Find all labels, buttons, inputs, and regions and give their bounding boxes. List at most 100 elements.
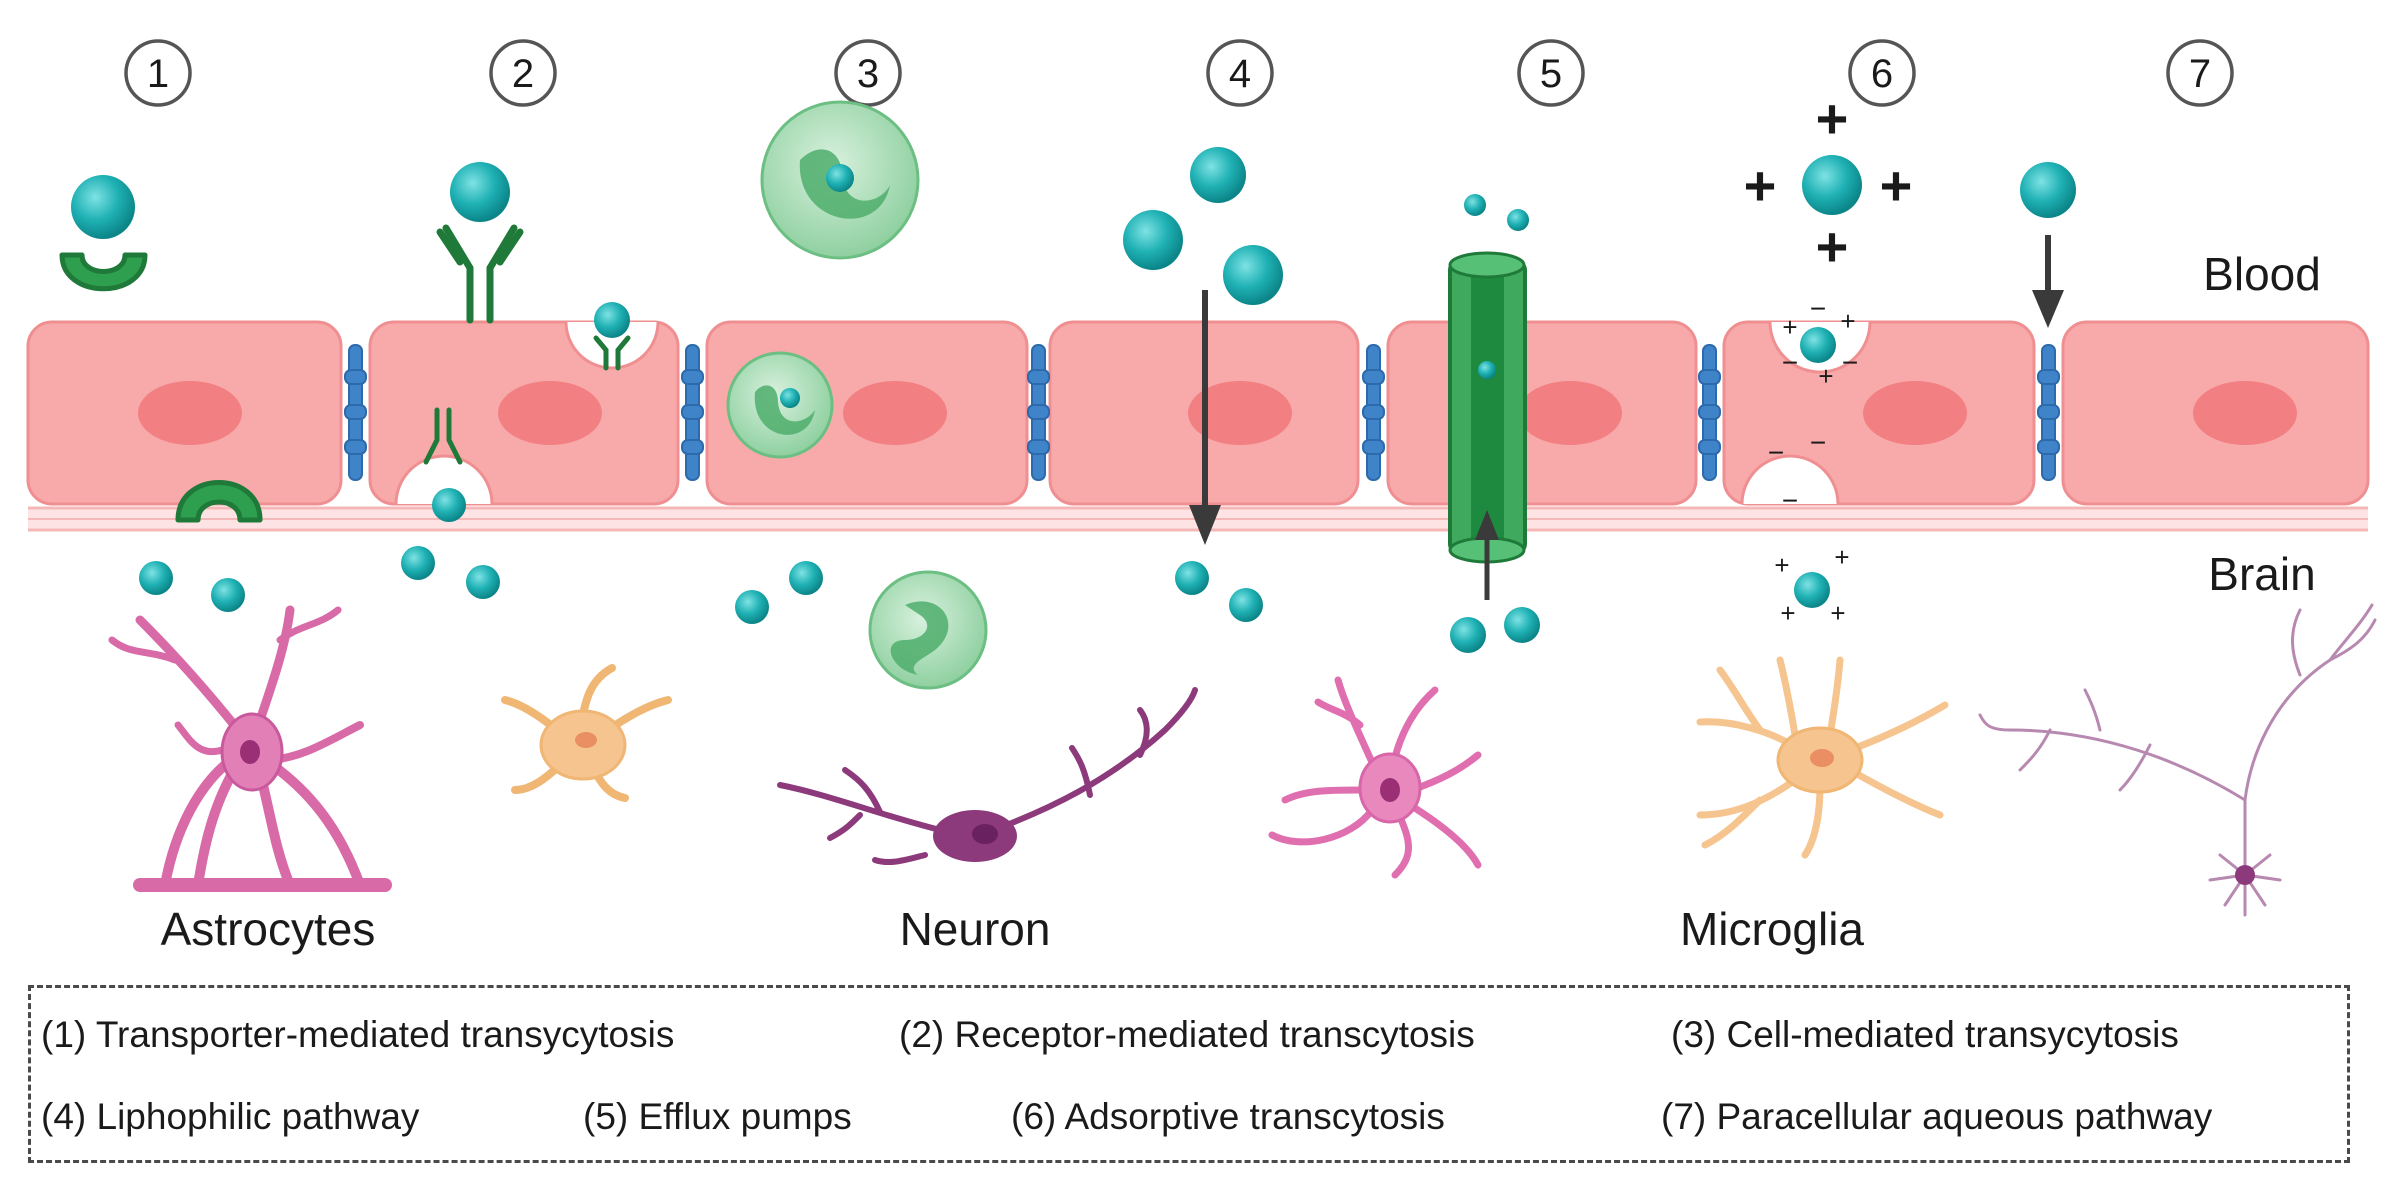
pathway-numbers: 1 2 3 4 5 6 7 — [124, 39, 2234, 107]
astrocytes-label: Astrocytes — [161, 903, 376, 955]
pathway-number-1: 1 — [124, 39, 192, 107]
vesicle-pit — [394, 454, 494, 505]
charge-sign: + — [1840, 306, 1855, 336]
drug-particle — [450, 162, 510, 222]
pathway-number-2: 2 — [489, 39, 557, 107]
endothelial-cell-5 — [1386, 320, 1698, 506]
legend-item: (3) Cell-mediated transycytosis — [1671, 1014, 2179, 1055]
charge-sign: + — [1782, 312, 1797, 342]
vesicle-pit — [1740, 454, 1840, 505]
drug-particle — [1802, 155, 1862, 215]
receptor-protein — [423, 407, 463, 465]
pathway-number-label: 6 — [1871, 52, 1893, 96]
drug-particle — [1478, 361, 1496, 379]
pathway-number-label: 4 — [1229, 52, 1251, 96]
charge-sign: + — [1816, 87, 1849, 150]
drug-particle — [1229, 588, 1263, 622]
legend-item: (5) Efflux pumps — [583, 1096, 852, 1137]
drug-particle — [1190, 147, 1246, 203]
transporter-protein — [175, 480, 263, 523]
pathway-number-3: 3 — [834, 39, 902, 107]
immune-cell — [868, 570, 988, 690]
legend-item: (2) Receptor-mediated transcytosis — [899, 1014, 1475, 1055]
tight-junction — [344, 344, 367, 481]
charge-sign: + — [1834, 542, 1849, 572]
neuron-soma — [2235, 865, 2255, 885]
charge-sign: + — [1816, 215, 1849, 278]
microglia-nucleus — [575, 732, 597, 748]
drug-particle — [1464, 194, 1486, 216]
neuron-illustration — [1978, 603, 2377, 917]
drug-particle — [211, 578, 245, 612]
pathway-number-6: 6 — [1848, 39, 1916, 107]
nucleus — [498, 381, 602, 445]
arrow-head — [2032, 290, 2064, 328]
drug-particle — [789, 561, 823, 595]
charge-sign: + — [1880, 154, 1913, 217]
tight-junctions — [344, 344, 2060, 481]
tight-junction — [681, 344, 704, 481]
pathway-number-label: 5 — [1540, 52, 1562, 96]
pathway-3-cell-mediated — [726, 100, 988, 690]
charge-sign: − — [1810, 293, 1826, 324]
charge-sign: − — [1810, 427, 1826, 458]
drug-particle — [432, 488, 466, 522]
drug-particle — [71, 175, 135, 239]
arrow-head — [1475, 510, 1499, 540]
microglia-nucleus — [1810, 749, 1834, 767]
charge-sign: − — [1782, 485, 1798, 516]
blood-label: Blood — [2203, 248, 2321, 300]
endothelial-cell-1 — [26, 320, 343, 506]
neuron-nucleus — [972, 824, 998, 844]
drug-particle — [1794, 572, 1830, 608]
pathway-number-4: 4 — [1206, 39, 1274, 107]
charge-sign: − — [1768, 437, 1784, 468]
microglia-label: Microglia — [1680, 903, 1864, 955]
nucleus — [138, 381, 242, 445]
pathway-number-label: 1 — [147, 52, 169, 96]
tight-junction — [2037, 344, 2060, 481]
legend-item: (6) Adsorptive transcytosis — [1011, 1096, 1445, 1137]
immune-cell — [760, 100, 920, 260]
charge-sign: + — [1818, 361, 1833, 391]
pathway-2-receptor — [401, 162, 631, 599]
pathway-number-7: 7 — [2166, 39, 2234, 107]
endothelial-layer — [26, 320, 2370, 506]
charge-sign: + — [1830, 598, 1845, 628]
neuron-illustration — [777, 687, 1198, 866]
drug-particle — [139, 561, 173, 595]
pathway-number-label: 7 — [2189, 52, 2211, 96]
drug-particle — [1800, 327, 1836, 363]
receptor-protein — [593, 335, 631, 371]
nucleus — [1863, 381, 1967, 445]
vesicle-pit — [564, 321, 660, 370]
endothelial-cell-7 — [2061, 320, 2370, 506]
drug-particle — [2020, 162, 2076, 218]
pathway-4-lipophilic — [1123, 147, 1283, 622]
pathway-5-efflux-pump — [1448, 194, 1540, 653]
nucleus — [1188, 381, 1292, 445]
tight-junction — [1698, 344, 1721, 481]
legend-item: (1) Transporter-mediated transycytosis — [41, 1014, 675, 1055]
pathway-number-label: 2 — [512, 52, 534, 96]
drug-particle — [594, 302, 630, 338]
pathway-number-label: 3 — [857, 52, 879, 96]
nucleus — [843, 381, 947, 445]
charge-sign: + — [1780, 598, 1795, 628]
nucleus — [2193, 381, 2297, 445]
brain-label: Brain — [2208, 548, 2315, 600]
nucleus — [1518, 381, 1622, 445]
charge-sign: − — [1842, 347, 1858, 378]
legend-item: (7) Paracellular aqueous pathway — [1661, 1096, 2213, 1137]
drug-particle — [466, 565, 500, 599]
drug-particle — [1175, 561, 1209, 595]
legend-box: (1) Transporter-mediated transycytosis (… — [28, 985, 2350, 1163]
transporter-protein — [59, 252, 148, 292]
drug-particle — [735, 590, 769, 624]
charge-sign: − — [1782, 347, 1798, 378]
drug-particle — [1123, 210, 1183, 270]
pathway-6-adsorptive: + + + + − + + − − + − − − + + + + — [1744, 87, 1913, 628]
pathway-number-5: 5 — [1517, 39, 1585, 107]
charge-sign: + — [1744, 154, 1777, 217]
